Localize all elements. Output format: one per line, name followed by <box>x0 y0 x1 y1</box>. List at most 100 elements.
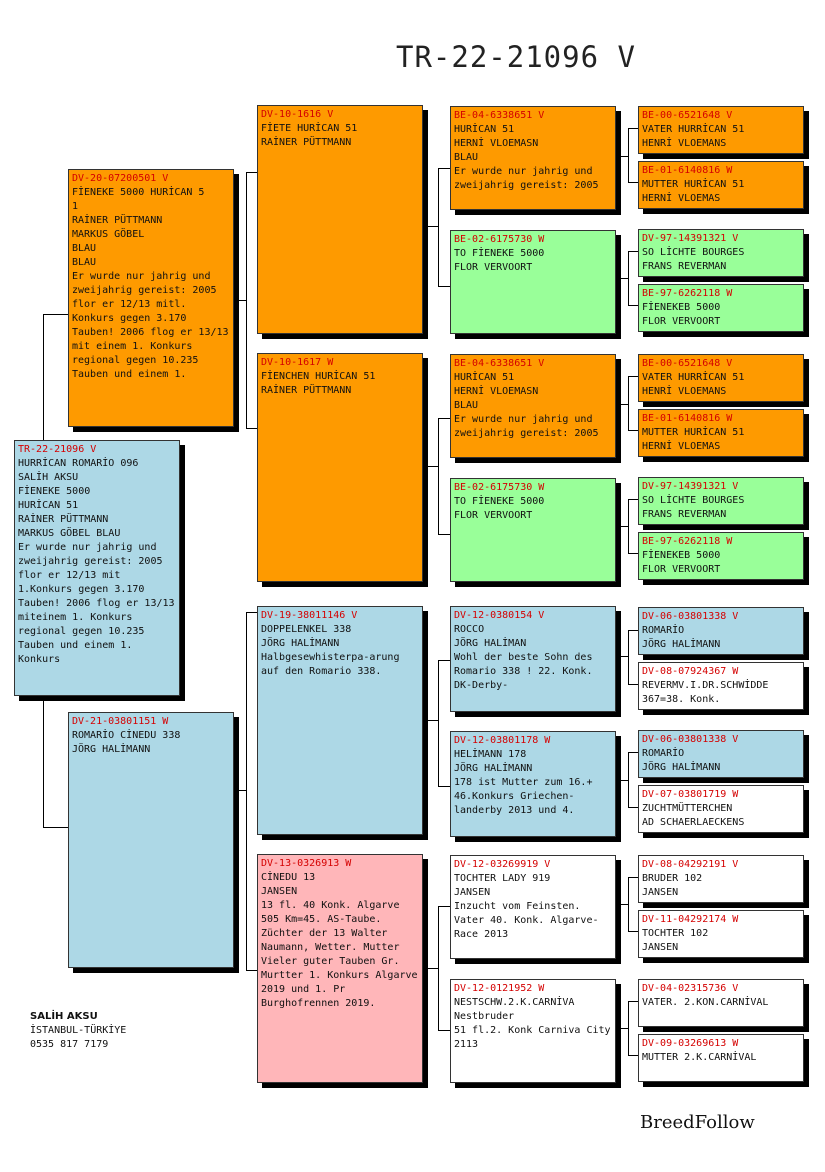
ddd-card[interactable]: DV-12-0121952 W NESTSCHW.2.K.CARNİVA Nes… <box>450 979 616 1083</box>
connector <box>246 970 257 971</box>
info-line: TOCHTER LADY 919 <box>454 873 551 884</box>
connector <box>424 466 438 467</box>
connector <box>628 684 638 685</box>
info-line: BLAU <box>454 400 479 411</box>
info-line: AD SCHAERLAECKENS <box>642 817 745 828</box>
connector <box>438 286 450 287</box>
g4-card[interactable]: DV-97-14391321 V SO LİCHTE BOURGES FRANS… <box>638 229 804 277</box>
dam-dam-card[interactable]: DV-13-0326913 W CİNEDU 13 JANSEN 13 fl. … <box>257 854 423 1083</box>
ring-number: DV-10-1617 W <box>261 357 334 368</box>
dsd-card[interactable]: DV-12-03801178 W HELİMANN 178 JÖRG HALİM… <box>450 731 616 837</box>
info-line: VATER HURRİCAN 51 <box>642 124 745 135</box>
g4-card[interactable]: BE-97-6262118 W FİENEKEB 5000 FLOR VERVO… <box>638 284 804 332</box>
info-line: FİETE HURİCAN 51 <box>261 123 358 134</box>
g4-card[interactable]: BE-00-6521648 V VATER HURRİCAN 51 HENRİ … <box>638 106 804 154</box>
connector <box>234 300 246 301</box>
connector <box>246 612 247 970</box>
notes: Halbgesewhisterpa-arung auf den Romario … <box>261 652 406 677</box>
dds-card[interactable]: DV-12-03269919 V TOCHTER LADY 919 JANSEN… <box>450 855 616 959</box>
g4-card[interactable]: DV-08-07924367 W REVERMV.I.DR.SCHWİDDE 3… <box>638 662 804 710</box>
ring-number: DV-19-38011146 V <box>261 610 358 621</box>
connector <box>234 790 246 791</box>
connector <box>628 752 638 753</box>
g4-card[interactable]: BE-97-6262118 W FİENEKEB 5000 FLOR VERVO… <box>638 532 804 580</box>
connector <box>246 172 257 173</box>
info-line: MARKUS GÖBEL BLAU <box>18 528 121 539</box>
g4-card[interactable]: DV-97-14391321 V SO LİCHTE BOURGES FRANS… <box>638 477 804 525</box>
connector <box>628 553 638 554</box>
connector <box>616 526 628 527</box>
g4-card[interactable]: BE-00-6521648 V VATER HURRİCAN 51 HENRİ … <box>638 354 804 402</box>
connector <box>628 499 629 553</box>
info-line: FRANS REVERMAN <box>642 509 727 520</box>
info-line: NESTSCHW.2.K.CARNİVA <box>454 997 575 1008</box>
info-line: SO LİCHTE BOURGES <box>642 495 745 506</box>
sss-card[interactable]: BE-04-6338651 V HURİCAN 51 HERNİ VLOEMAS… <box>450 106 616 210</box>
dam-sire-card[interactable]: DV-19-38011146 V DOPPELENKEL 338 JÖRG HA… <box>257 606 423 835</box>
connector <box>628 128 629 182</box>
connector <box>628 1055 638 1056</box>
info-line: FİENEKEB 5000 <box>642 550 721 561</box>
ring-number: BE-04-6338651 V <box>454 110 545 121</box>
ring-number: DV-11-04292174 W <box>642 914 739 925</box>
info-line: HURİCAN 51 <box>18 500 79 511</box>
ssd-card[interactable]: BE-02-6175730 W TO FİENEKE 5000 FLOR VER… <box>450 230 616 334</box>
connector <box>628 430 638 431</box>
g4-card[interactable]: DV-09-03269613 W MUTTER 2.K.CARNİVAL <box>638 1034 804 1082</box>
g4-card[interactable]: DV-07-03801719 W ZUCHTMÜTTERCHEN AD SCHA… <box>638 785 804 833</box>
info-line: HERNİ VLOEMASN <box>454 386 539 397</box>
g4-card[interactable]: DV-06-03801338 V ROMARİO JÖRG HALİMANN <box>638 607 804 655</box>
sire-card[interactable]: DV-20-07200501 V FİENEKE 5000 HURİCAN 5 … <box>68 169 234 427</box>
owner-phone: 0535 817 7179 <box>30 1039 109 1050</box>
info-line: VATER. 2.KON.CARNİVAL <box>642 997 769 1008</box>
sdd-card[interactable]: BE-02-6175730 W TO FİENEKE 5000 FLOR VER… <box>450 478 616 582</box>
g4-card[interactable]: DV-11-04292174 W TOCHTER 102 JANSEN <box>638 910 804 958</box>
connector <box>438 534 450 535</box>
ring-number: DV-06-03801338 V <box>642 611 739 622</box>
connector <box>616 404 628 405</box>
connector <box>628 499 638 500</box>
connector <box>43 827 68 828</box>
subject-card[interactable]: TR-22-21096 V HURRİCAN ROMARİO 096 SALİH… <box>14 440 180 696</box>
info-line: TO FİENEKE 5000 <box>454 496 545 507</box>
connector <box>438 1030 450 1031</box>
connector <box>628 251 638 252</box>
g4-card[interactable]: BE-01-6140816 W MUTTER HURİCAN 51 HERNİ … <box>638 161 804 209</box>
g4-card[interactable]: DV-08-04292191 V BRUDER 102 JANSEN <box>638 855 804 903</box>
info-line: 367=38. Konk. <box>642 694 721 705</box>
connector <box>438 418 450 419</box>
notes: Er wurde nur jahrig und zweijahrig gerei… <box>72 271 234 380</box>
connector <box>628 877 629 931</box>
g4-card[interactable]: BE-01-6140816 W MUTTER HURİCAN 51 HERNİ … <box>638 409 804 457</box>
info-line: RAİNER PÜTTMANN <box>261 137 352 148</box>
info-line: Nestbruder <box>454 1011 515 1022</box>
info-line: TO FİENEKE 5000 <box>454 248 545 259</box>
ring-number: DV-20-07200501 V <box>72 173 169 184</box>
sire-dam-card[interactable]: DV-10-1617 W FİENCHEN HURİCAN 51 RAİNER … <box>257 353 423 582</box>
info-line: FLOR VERVOORT <box>642 316 721 327</box>
info-line: FRANS REVERMAN <box>642 261 727 272</box>
g4-card[interactable]: DV-04-02315736 V VATER. 2.KON.CARNİVAL <box>638 979 804 1027</box>
dam-card[interactable]: DV-21-03801151 W ROMARİO CİNEDU 338 JÖRG… <box>68 712 234 968</box>
ring-number: BE-04-6338651 V <box>454 358 545 369</box>
sds-card[interactable]: BE-04-6338651 V HURİCAN 51 HERNİ VLOEMAS… <box>450 354 616 458</box>
notes: Er wurde nur jahrig und zweijahrig gerei… <box>18 542 180 665</box>
ring-number: DV-12-03269919 V <box>454 859 551 870</box>
info-line: ZUCHTMÜTTERCHEN <box>642 803 733 814</box>
ring-number: BE-01-6140816 W <box>642 165 733 176</box>
ring-number: DV-04-02315736 V <box>642 983 739 994</box>
info-line: HERNİ VLOEMAS <box>642 441 721 452</box>
notes: Er wurde nur jahrig und zweijahrig gerei… <box>454 414 599 439</box>
dss-card[interactable]: DV-12-0380154 V ROCCO JÖRG HALİMAN Wohl … <box>450 606 616 712</box>
g4-card[interactable]: DV-06-03801338 V ROMARİO JÖRG HALİMANN <box>638 730 804 778</box>
brand-logo: BreedFollow <box>640 1112 755 1133</box>
ring-number: BE-01-6140816 W <box>642 413 733 424</box>
connector <box>438 168 439 286</box>
ring-number: DV-97-14391321 V <box>642 481 739 492</box>
sire-sire-card[interactable]: DV-10-1616 V FİETE HURİCAN 51 RAİNER PÜT… <box>257 105 423 334</box>
connector <box>424 720 438 721</box>
notes: 178 ist Mutter zum 16.+ 46.Konkurs Griec… <box>454 777 599 816</box>
info-line: REVERMV.I.DR.SCHWİDDE <box>642 680 769 691</box>
info-line: RAİNER PÜTTMANN <box>18 514 109 525</box>
